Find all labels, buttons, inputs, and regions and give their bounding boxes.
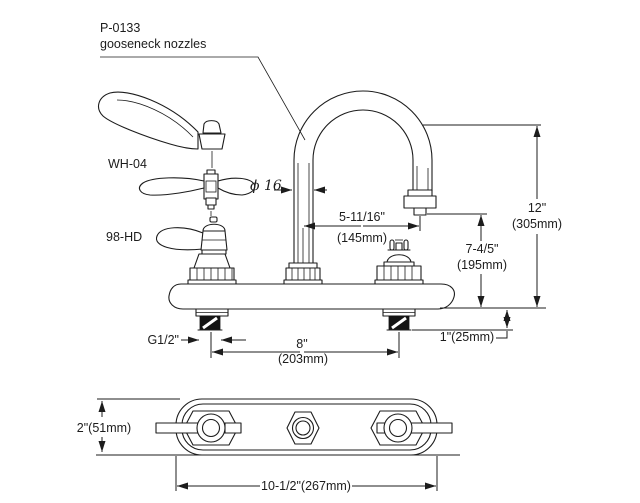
centers-mm-label: (203mm): [278, 352, 328, 366]
lever-handle-label: 98-HD: [106, 230, 142, 244]
plan-right-lever: [409, 422, 453, 434]
dimension-deck-depth: [96, 398, 460, 456]
reach-inch-label: 5-11/16": [339, 210, 385, 224]
part-description-label: gooseneck nozzles: [100, 37, 206, 51]
spout-diameter-label: ϕ 16: [250, 178, 282, 194]
outlet-inch-label: 7-4/5": [466, 242, 499, 256]
riser-coupling-nut: [283, 228, 323, 292]
centers-inch-label: 8": [296, 337, 307, 351]
wrist-handle-label: WH-04: [108, 157, 147, 171]
dimension-centers: [210, 332, 400, 358]
side-view: [97, 56, 546, 358]
shank-exposed-label: 1"(25mm): [440, 330, 494, 344]
left-shank: [195, 308, 229, 331]
annotations: P-0133 gooseneck nozzles WH-04 98-HD ϕ 1…: [77, 21, 562, 493]
deck-depth-label: 2"(51mm): [77, 421, 131, 435]
plan-left-lever: [155, 422, 199, 434]
dimension-outlet-height: [427, 213, 546, 309]
inlet-thread-label: G1/2": [147, 333, 179, 347]
plan-right-valve: [370, 410, 453, 446]
gooseneck-spout: [293, 90, 437, 267]
dimension-reach: [304, 216, 421, 231]
wrist-blade-handle: [97, 91, 226, 150]
dimension-shank-exposed: [412, 310, 513, 339]
plan-view: [96, 398, 460, 491]
outlet-mm-label: (195mm): [457, 258, 507, 272]
right-shank: [382, 308, 416, 331]
left-valve-bonnet: [187, 249, 237, 285]
right-valve-bonnet: [374, 239, 424, 285]
dimension-deck-length: [175, 456, 438, 491]
height-mm-label: (305mm): [512, 217, 562, 231]
part-leader-line: [100, 56, 306, 141]
deck-body: [168, 283, 455, 310]
part-number-label: P-0133: [100, 21, 140, 35]
aerator-nozzle: [403, 189, 437, 216]
plan-center-spout-nut: [286, 411, 320, 445]
reach-mm-label: (145mm): [337, 231, 387, 245]
dimension-height: [423, 124, 541, 307]
lever-handle: [156, 216, 228, 251]
height-inch-label: 12": [528, 201, 546, 215]
plan-left-valve: [155, 410, 242, 446]
deck-length-label: 10-1/2"(267mm): [261, 479, 351, 493]
cross-handle: [138, 169, 256, 210]
